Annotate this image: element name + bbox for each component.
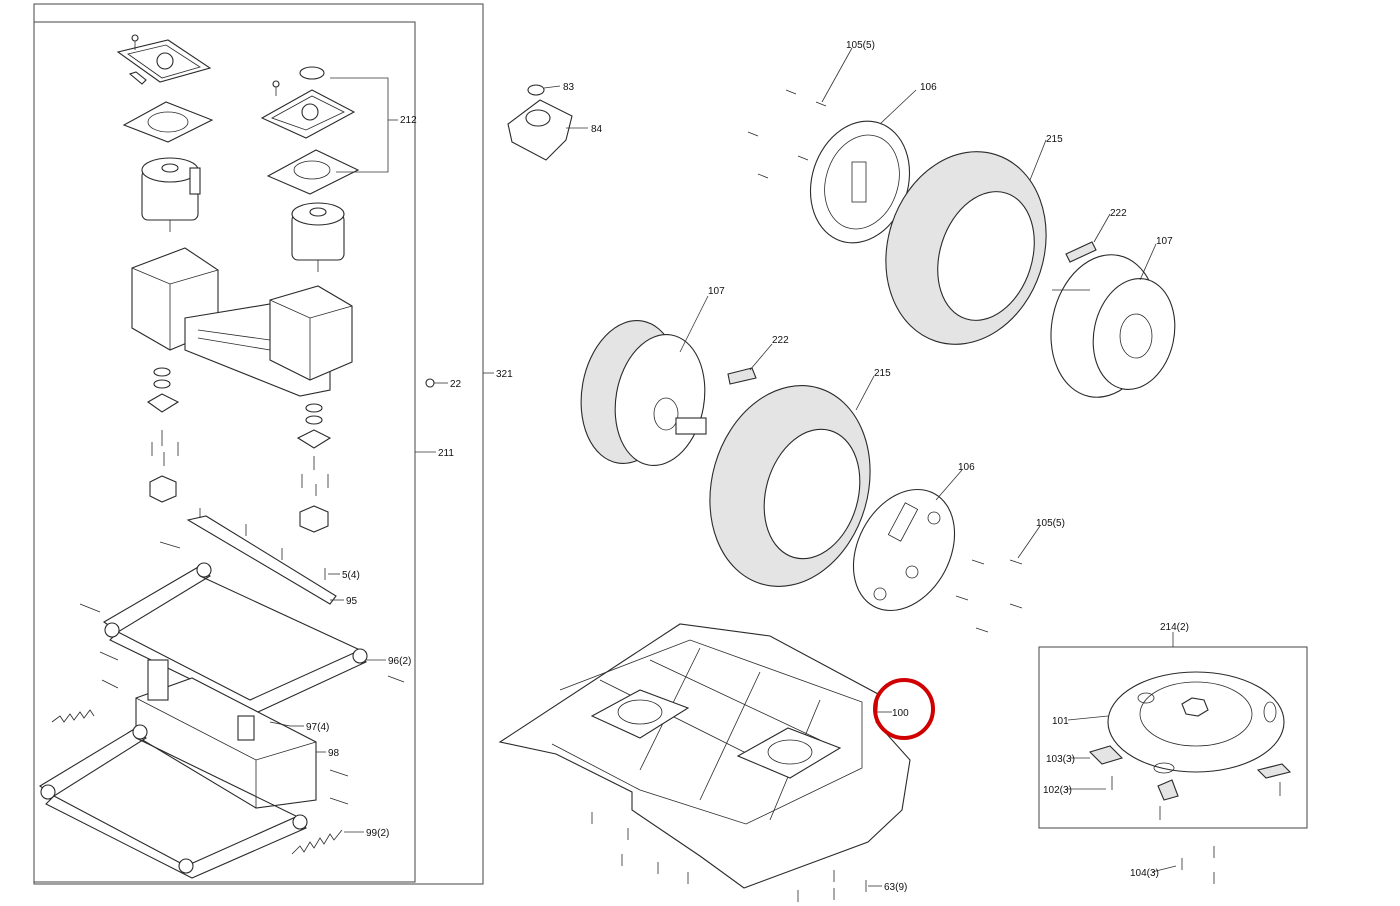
leaders-left	[290, 77, 494, 833]
tire-215-top: 215	[885, 134, 1063, 345]
callout-100: 100	[892, 708, 909, 719]
motor-cover-plate	[116, 34, 212, 85]
callout-22: 22	[450, 379, 462, 390]
callout-97: 97(4)	[306, 722, 329, 733]
rail-95	[186, 508, 337, 605]
label-222-mid: 222	[727, 335, 789, 385]
callout-215-mid: 215	[874, 368, 891, 379]
gasket-2	[266, 149, 360, 195]
callout-104: 104(3)	[1130, 868, 1159, 879]
rubber-mount-right	[296, 403, 332, 533]
callout-5: 5(4)	[342, 570, 360, 581]
callout-95: 95	[346, 596, 358, 607]
screws-105-top: 105(5)	[747, 40, 875, 179]
callout-106-top: 106	[920, 82, 937, 93]
callout-321: 321	[496, 369, 513, 380]
highlight-circle	[873, 678, 935, 740]
drive-assembly-panel: 212 22 321 211 5(4) 95 96(2) 97(4) 98 99…	[33, 3, 513, 885]
callout-107-right: 107	[1156, 236, 1173, 247]
callout-84: 84	[591, 124, 603, 135]
rim-107-right: 107	[1050, 236, 1176, 398]
callout-98: 98	[328, 748, 340, 759]
callout-107-left: 107	[708, 286, 725, 297]
callout-105-top: 105(5)	[846, 40, 875, 51]
callout-96: 96(2)	[388, 656, 411, 667]
screws-105-mid: 105(5)	[955, 518, 1065, 633]
callout-215-top: 215	[1046, 134, 1063, 145]
hub-cover-106-mid: 106	[852, 462, 975, 612]
blade-disc-inset: 214(2) 101 103(3) 102(3)	[1038, 622, 1308, 829]
blade-disc-101: 101	[1052, 671, 1285, 774]
motor-left	[141, 157, 201, 232]
rim-107-left: 107	[580, 286, 725, 466]
gasket	[122, 101, 214, 143]
callout-222-mid: 222	[772, 335, 789, 346]
motor-bracket	[131, 247, 353, 397]
callout-101: 101	[1052, 716, 1069, 727]
label-222-top: 222	[1065, 208, 1127, 263]
callout-102: 102(3)	[1043, 785, 1072, 796]
callout-211: 211	[438, 448, 454, 459]
motor-right	[291, 202, 345, 272]
swing-arm-lower	[38, 724, 308, 879]
callout-63: 63(9)	[884, 882, 907, 893]
rubber-mount-left	[146, 367, 180, 503]
spring-upper	[51, 709, 95, 723]
callout-103: 103(3)	[1046, 754, 1075, 765]
swing-arm-upper	[79, 541, 368, 713]
cam-84: 84	[507, 99, 603, 161]
screws-102: 102(3)	[1043, 776, 1281, 820]
callout-83: 83	[563, 82, 575, 93]
gear-83: 83	[527, 82, 575, 96]
screws-104: 104(3)	[1130, 846, 1215, 884]
loose-bolts-left	[99, 378, 435, 805]
callout-214: 214(2)	[1160, 622, 1189, 633]
callout-212: 212	[400, 115, 417, 126]
motor-cover-plate-2	[260, 66, 356, 139]
callout-105-mid: 105(5)	[1036, 518, 1065, 529]
callout-106-mid: 106	[958, 462, 975, 473]
callout-99: 99(2)	[366, 828, 389, 839]
spring-lower	[291, 829, 343, 855]
callout-222-top: 222	[1110, 208, 1127, 219]
blades-103: 103(3)	[1046, 745, 1292, 801]
screws-63: 63(9)	[591, 812, 907, 902]
bottom-cover-100: 100	[498, 623, 911, 889]
tire-215-mid: 215	[709, 368, 891, 587]
